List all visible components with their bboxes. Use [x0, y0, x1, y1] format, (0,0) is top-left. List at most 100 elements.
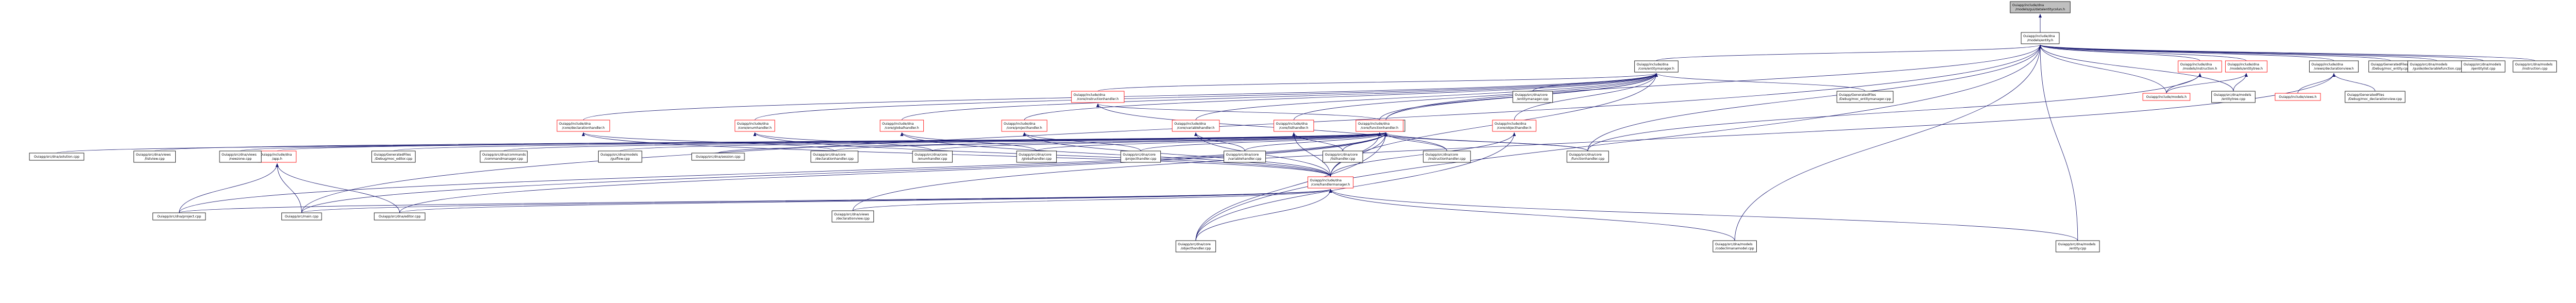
edges-layer: [56, 14, 2535, 241]
node-declarationview_cpp[interactable]: Ouiapp/src/dna/views/declarationview.cpp: [832, 210, 874, 223]
node-models_h[interactable]: Ouiapp/include/models.h: [2142, 93, 2191, 101]
node-entity_cpp[interactable]: Ouiapp/src/dna/models/entity.cpp: [2056, 240, 2100, 252]
edge-instruction_h-to-entity_h: [2039, 44, 2200, 61]
node-qentitylist[interactable]: Ouiapp/src/dna/models/qentitylist.cpp: [2461, 60, 2505, 73]
node-label: Ouiapp/src/dna/models: [1715, 243, 1753, 246]
node-instruction_h[interactable]: Ouiapp/include/dna/models/instruction.h: [2178, 60, 2222, 73]
node-label: /variablehandler.cpp: [1228, 157, 1261, 161]
edge-moc_declarationview-to-declarationview_h: [2332, 73, 2376, 92]
node-label: Ouiapp/include/dna: [1358, 122, 1390, 126]
node-label: Ouiapp/src/main.cpp: [285, 215, 318, 218]
edge-moc_entity-to-entity_h: [2039, 44, 2391, 61]
node-label: /core/declarationhandler.h: [562, 126, 605, 130]
node-label: Ouiapp/src/dna/commands: [482, 153, 526, 157]
node-objecthandler_h[interactable]: Ouiapp/include/dna/core/objecthandler.h: [1492, 120, 1536, 132]
node-guiflow[interactable]: Ouiapp/src/dna/models/guiflow.cpp: [598, 150, 642, 163]
node-label: /core/enumhandler.h: [738, 126, 771, 130]
node-box: [1634, 60, 1679, 73]
node-functionhandler_h[interactable]: Ouiapp/include/dna/core/functionhandler.…: [1355, 120, 1403, 132]
node-moc_entity[interactable]: Ouiapp/GeneratedFiles/Debug/moc_entity.c…: [2368, 60, 2413, 73]
node-label: /declarationhandler.cpp: [815, 157, 854, 161]
node-label: /newzone.cpp: [229, 157, 252, 161]
node-listhandler_h[interactable]: Ouiapp/include/dna/core/listhandler.h: [1274, 120, 1314, 132]
edge-functionhandler_cpp-to-entity_h: [1587, 44, 2042, 152]
node-instruction_cpp[interactable]: Ouiapp/src/dna/models/instruction.cpp: [2513, 60, 2557, 73]
node-views_h[interactable]: Ouiapp/include/views.h: [2275, 93, 2321, 101]
node-projecthandler_cpp[interactable]: Ouiapp/src/dna/core/projecthandler.cpp: [1120, 150, 1161, 163]
node-label: Ouiapp/src/dna/solution.cpp: [34, 155, 79, 159]
node-box: [734, 120, 775, 132]
node-app_h[interactable]: Ouiapp/include/dna/app.h: [258, 150, 297, 163]
node-editor_cpp[interactable]: Ouiapp/src/dna/editor.cpp: [374, 212, 426, 221]
node-box: [1120, 150, 1161, 163]
node-moc_editor[interactable]: Ouiapp/GeneratedFiles/Debug/moc_editor.c…: [371, 150, 416, 163]
node-moc_declarationview[interactable]: Ouiapp/GeneratedFiles/Debug/moc_declarat…: [2345, 91, 2405, 103]
node-projecthandler_h[interactable]: Ouiapp/include/dna/core/projecthandler.h: [1001, 120, 1047, 132]
node-enumhandler_cpp[interactable]: Ouiapp/src/dna/core/enumhandler.cpp: [912, 150, 953, 163]
node-newzone[interactable]: Ouiapp/src/dna/views/newzone.cpp: [219, 150, 262, 163]
node-entitymanager_h[interactable]: Ouiapp/include/dna/core/entitymanager.h: [1634, 60, 1679, 73]
node-handlermanager_h[interactable]: Ouiapp/include/dna/core/handlermanager.h: [1308, 176, 1354, 189]
node-label: Ouiapp/include/dna: [1004, 122, 1036, 126]
node-project_cpp[interactable]: Ouiapp/src/dna/project.cpp: [152, 212, 206, 221]
node-label: /listview.cpp: [145, 157, 165, 161]
node-listview[interactable]: Ouiapp/src/dna/views/listview.cpp: [133, 150, 176, 163]
edge-instructionhandler_cpp-to-editor_h: [1384, 132, 1447, 152]
node-label: Ouiapp/src/dna/models: [2410, 63, 2448, 66]
node-codeclimanamodel[interactable]: Ouiapp/src/dna/models/codeclimanamodel.c…: [1713, 240, 1757, 252]
edge-models_h-to-instruction_h: [2166, 73, 2201, 94]
node-box: [598, 150, 642, 163]
node-box: [2275, 93, 2321, 101]
node-globalhandler_h[interactable]: Ouiapp/include/dna/core/globalhandler.h: [879, 120, 924, 132]
node-instructionhandler_h[interactable]: Ouiapp/include/dna/core/instructionhandl…: [1071, 91, 1125, 103]
node-label: /app.h: [272, 157, 282, 161]
node-session_cpp[interactable]: Ouiapp/src/dna/session.cpp: [691, 153, 745, 161]
edge-variablehandler_cpp-to-variablehandler_h: [1194, 132, 1245, 152]
node-entitytree_h[interactable]: Ouiapp/include/dna/models/entitytree.h: [2225, 60, 2267, 73]
node-main_cpp[interactable]: Ouiapp/src/main.cpp: [281, 212, 322, 221]
node-variablehandler_cpp[interactable]: Ouiapp/src/dna/core/variablehandler.cpp: [1224, 150, 1266, 163]
edge-moc_entitymanager-to-entitymanager_h: [1655, 73, 1866, 92]
node-entitymanager_cpp[interactable]: Ouiapp/src/dna/core/entitymanager.cpp: [1512, 91, 1553, 103]
node-listhandler_cpp[interactable]: Ouiapp/src/dna/core/listhandler.cpp: [1323, 150, 1363, 163]
node-label: /core/functionhandler.h: [1361, 126, 1398, 130]
node-box: [1308, 176, 1354, 189]
node-moc_entitymanager[interactable]: Ouiapp/GeneratedFiles/Debug/moc_entityma…: [1836, 91, 1894, 103]
node-label: Ouiapp/include/dna: [2180, 63, 2212, 66]
node-label: Ouiapp/src/dna/core: [813, 153, 846, 157]
node-entitytree_cpp[interactable]: Ouiapp/src/dna/models/entitytree.cpp: [2211, 91, 2256, 103]
node-declarationhandler_h[interactable]: Ouiapp/include/dna/core/declarationhandl…: [556, 120, 610, 132]
node-box: [1001, 120, 1047, 132]
node-label: Ouiapp/src/dna/models: [2515, 63, 2553, 66]
node-functionhandler_cpp[interactable]: Ouiapp/src/dna/core/functionhandler.cpp: [1566, 150, 1609, 163]
node-box: [371, 150, 416, 163]
node-variablehandler_h[interactable]: Ouiapp/include/dna/core/variablehandler.…: [1172, 120, 1220, 132]
node-label: /entity.cpp: [2069, 247, 2086, 250]
node-label: /guiflow.cpp: [611, 157, 630, 161]
node-instructionhandler_cpp[interactable]: Ouiapp/src/dna/core/instructionhandler.c…: [1423, 150, 1471, 163]
node-declarationhandler_cpp[interactable]: Ouiapp/src/dna/core/declarationhandler.c…: [810, 150, 858, 163]
node-box: [2142, 93, 2191, 101]
edge-declarationhandler_cpp-to-declarationhandler_h: [582, 132, 835, 152]
node-box: [1016, 150, 1057, 163]
node-declarablefunction[interactable]: Ouiapp/src/dna/models/guide/declarablefu…: [2408, 60, 2466, 73]
node-label: Ouiapp/include/dna: [2311, 63, 2343, 66]
edge-objecthandler_cpp-to-objecthandler_h: [1195, 132, 1516, 241]
node-label: /globalhandler.cpp: [1022, 157, 1052, 161]
node-objecthandler_cpp[interactable]: Ouiapp/src/dna/core/objecthandler.cpp: [1175, 240, 1216, 252]
node-label: Ouiapp/src/dna/core: [1426, 153, 1459, 157]
edge-codeclimanamodel-to-handlermanager_h: [1329, 189, 1735, 241]
node-box: [2225, 60, 2267, 73]
edge-entity_cpp-to-handlermanager_h: [1329, 189, 2078, 241]
node-dnasolution[interactable]: Ouiapp/src/dna/solution.cpp: [29, 153, 84, 161]
node-commandmanager[interactable]: Ouiapp/src/dna/commands/commandmanager.c…: [480, 150, 528, 163]
node-label: /entitymanager.cpp: [1517, 97, 1549, 101]
node-box: [2461, 60, 2505, 73]
node-box: [2345, 91, 2405, 103]
node-label: Ouiapp/include/dna: [737, 122, 769, 126]
node-label: /core/entitymanager.h: [1638, 67, 1674, 71]
node-declarationview_h[interactable]: Ouiapp/include/dna/views/declarationview…: [2309, 60, 2359, 73]
node-globalhandler_cpp[interactable]: Ouiapp/src/dna/core/globalhandler.cpp: [1016, 150, 1057, 163]
node-entity_h[interactable]: Ouiapp/include/dna/models/entity.h: [2021, 32, 2060, 44]
node-enumhandler_h[interactable]: Ouiapp/include/dna/core/enumhandler.h: [734, 120, 775, 132]
